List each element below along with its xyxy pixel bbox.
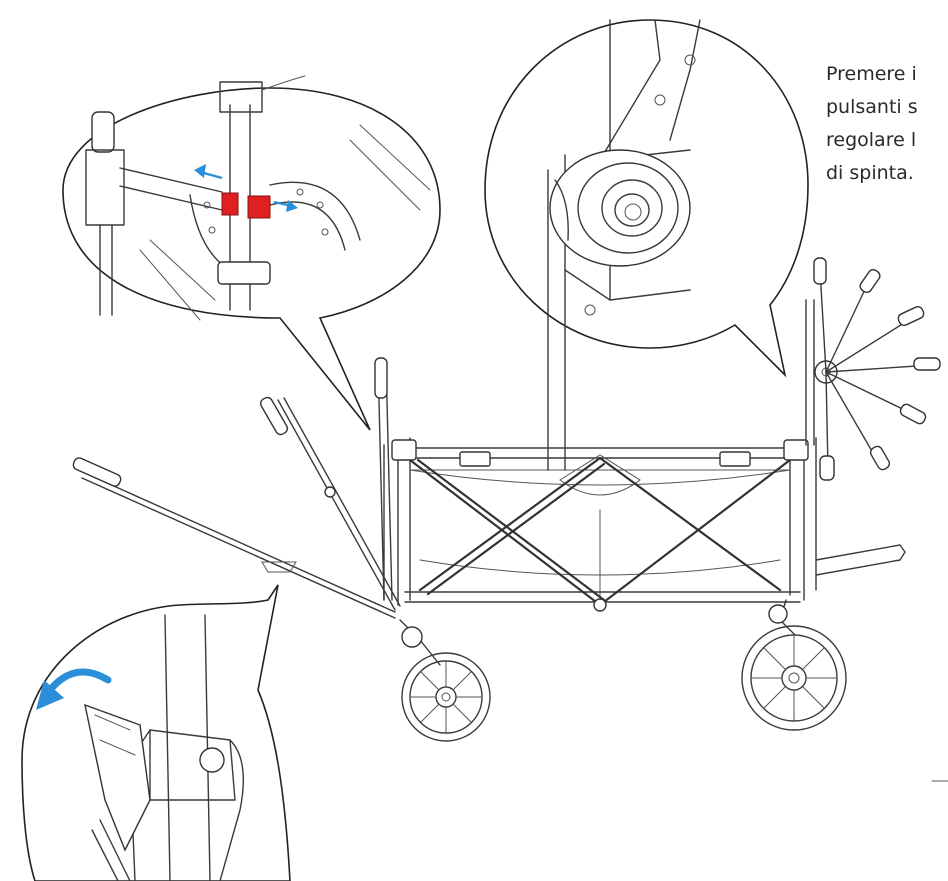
- arrow-right-icon: [273, 200, 298, 212]
- instruction-caption: Premere i pulsanti s regolare l di spint…: [826, 58, 948, 190]
- arrow-left-icon: [194, 164, 223, 180]
- curved-arrow-icon: [36, 668, 112, 710]
- push-handle-positions: [72, 357, 401, 619]
- caption-line-4: di spinta.: [826, 162, 914, 184]
- rear-handle-fan: [805, 257, 941, 481]
- wagon-frame: [383, 437, 906, 612]
- detail-bubble-hinge-knob: [484, 19, 809, 471]
- detail-bubble-lever: [21, 584, 291, 881]
- caption-line-2: pulsanti s: [826, 96, 918, 118]
- front-wheel: [399, 619, 491, 742]
- release-button-left: [221, 192, 239, 216]
- detail-bubble-release-buttons: [62, 75, 441, 431]
- rear-wheel: [741, 599, 847, 731]
- release-button-right: [247, 195, 271, 219]
- caption-line-1: Premere i: [826, 63, 917, 85]
- caption-line-3: regolare l: [826, 129, 917, 151]
